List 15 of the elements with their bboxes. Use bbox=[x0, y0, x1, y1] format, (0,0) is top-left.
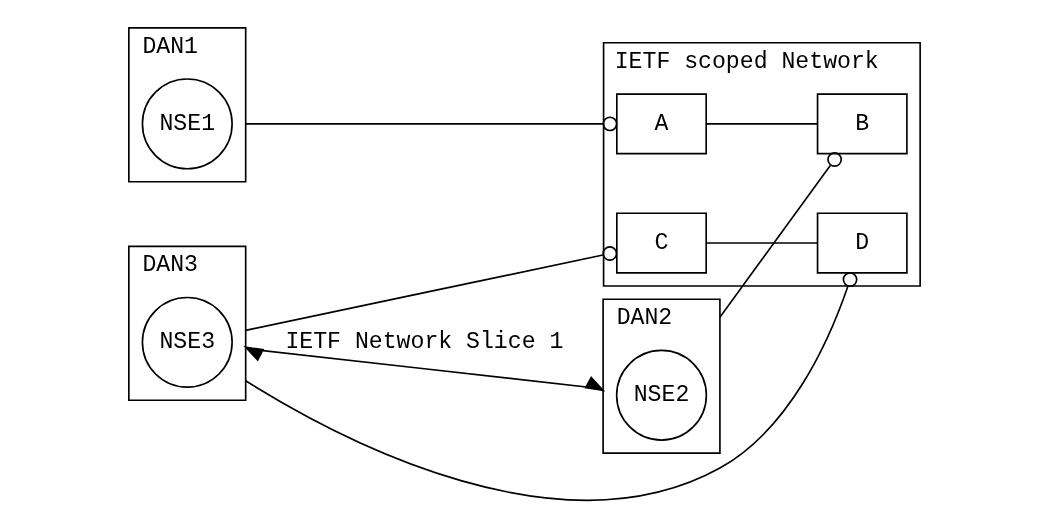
arrow bbox=[243, 346, 606, 392]
connector bbox=[244, 246, 618, 332]
connector bbox=[719, 152, 843, 319]
edge-label: IETF Network Slice 1 bbox=[285, 328, 564, 355]
node-circle: NSE2 bbox=[615, 349, 708, 441]
node-box: D bbox=[816, 212, 908, 274]
connector bbox=[244, 272, 858, 501]
node-box: B bbox=[816, 93, 908, 155]
connector bbox=[705, 242, 819, 244]
node-circle: NSE3 bbox=[141, 296, 233, 388]
connector bbox=[244, 116, 618, 132]
node-circle: NSE1 bbox=[141, 78, 233, 170]
node-box: C bbox=[616, 212, 707, 274]
node-box: A bbox=[616, 93, 707, 155]
connector bbox=[705, 123, 819, 125]
